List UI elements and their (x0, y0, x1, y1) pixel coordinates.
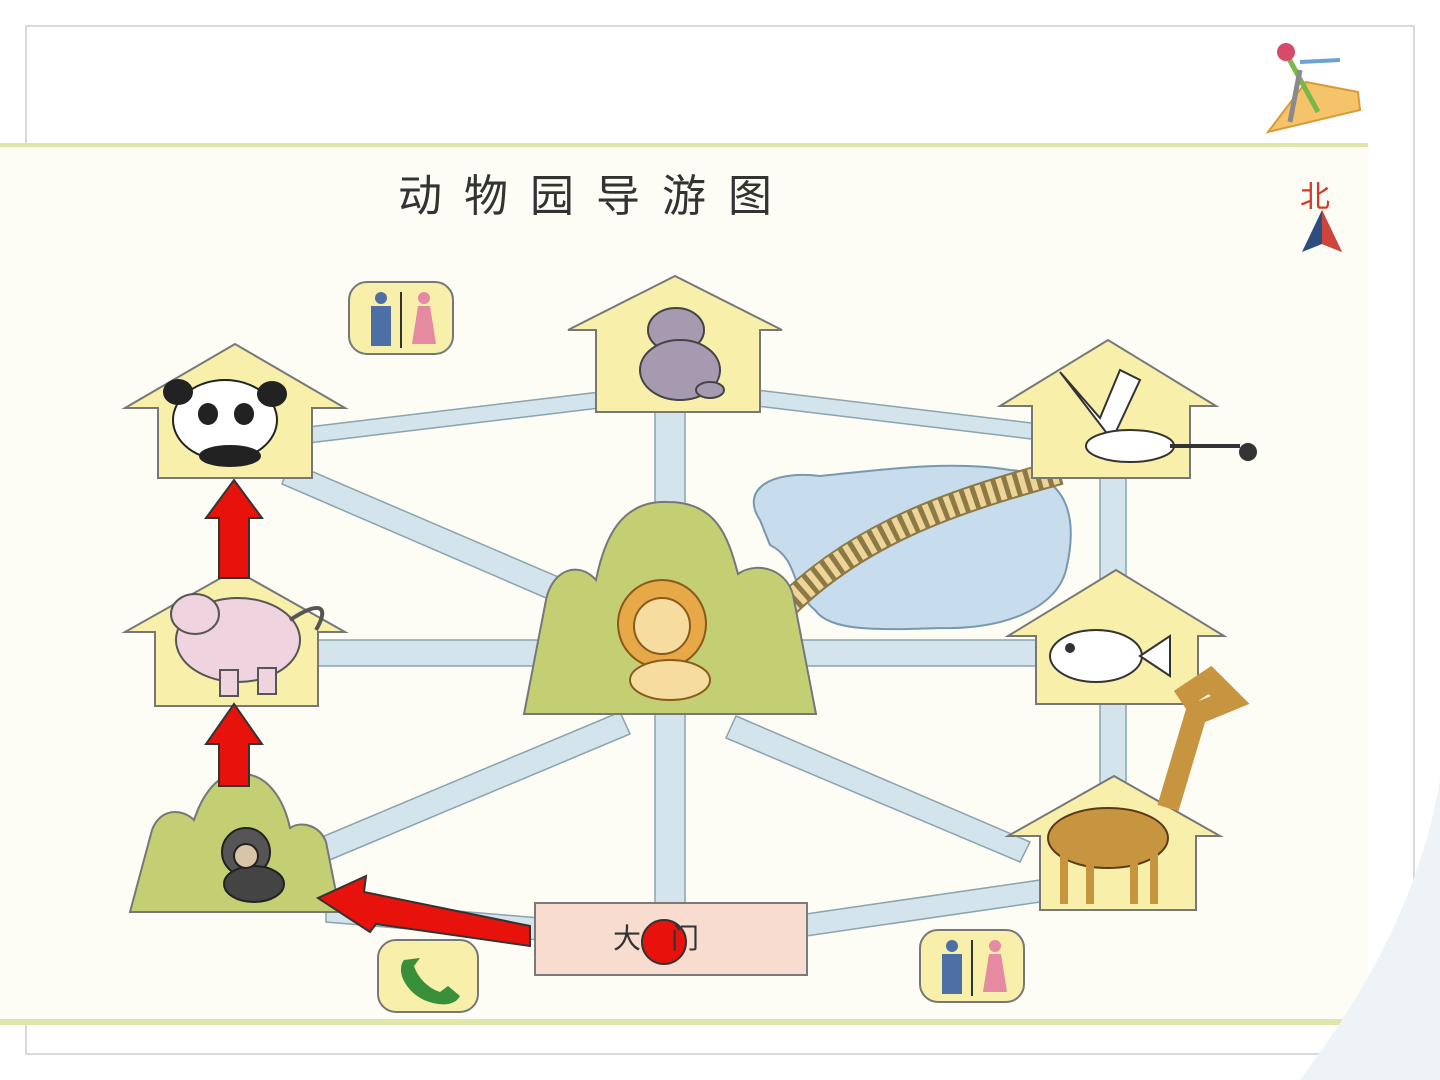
fish-icon (1049, 629, 1171, 683)
route-arrows (204, 478, 531, 948)
restroom-icon (371, 292, 436, 348)
current-location-marker (641, 919, 687, 965)
panda-house[interactable] (121, 342, 349, 479)
elephant-icon (170, 593, 325, 697)
lion-hill[interactable] (522, 500, 818, 715)
panda-icon (163, 379, 287, 467)
north-label: 北 (1300, 180, 1330, 215)
fish-house[interactable] (1004, 568, 1228, 705)
bear-house[interactable] (567, 274, 783, 413)
restroom-icon (942, 940, 1007, 996)
route-arrow-elephant-to-panda (204, 478, 264, 579)
crane-icon (1059, 368, 1257, 463)
elephant-house[interactable] (121, 568, 349, 707)
monkey-icon (221, 827, 285, 903)
telephone-sign[interactable] (377, 939, 479, 1013)
restroom-sign-south[interactable] (919, 929, 1025, 1003)
ruler-compass-logo-icon (1265, 43, 1362, 134)
crane-house[interactable] (996, 338, 1257, 479)
giraffe-icon (1047, 665, 1250, 904)
bear-icon (639, 307, 725, 401)
gate-label: 大门 (612, 922, 729, 955)
restroom-sign-north[interactable] (348, 281, 454, 355)
giraffe-house[interactable] (1004, 665, 1250, 911)
route-arrow-gate-to-monkey (315, 874, 531, 948)
rope-bridge (770, 459, 1064, 622)
watermark-swoosh (1300, 780, 1440, 1080)
monkey-hill[interactable] (128, 772, 342, 913)
telephone-icon (400, 958, 460, 1005)
lion-icon (617, 579, 711, 701)
map-title: 动物园导游图 (398, 171, 794, 222)
route-arrow-monkey-to-elephant (204, 702, 264, 787)
north-arrow-icon (1302, 210, 1342, 252)
lake (752, 464, 1072, 631)
